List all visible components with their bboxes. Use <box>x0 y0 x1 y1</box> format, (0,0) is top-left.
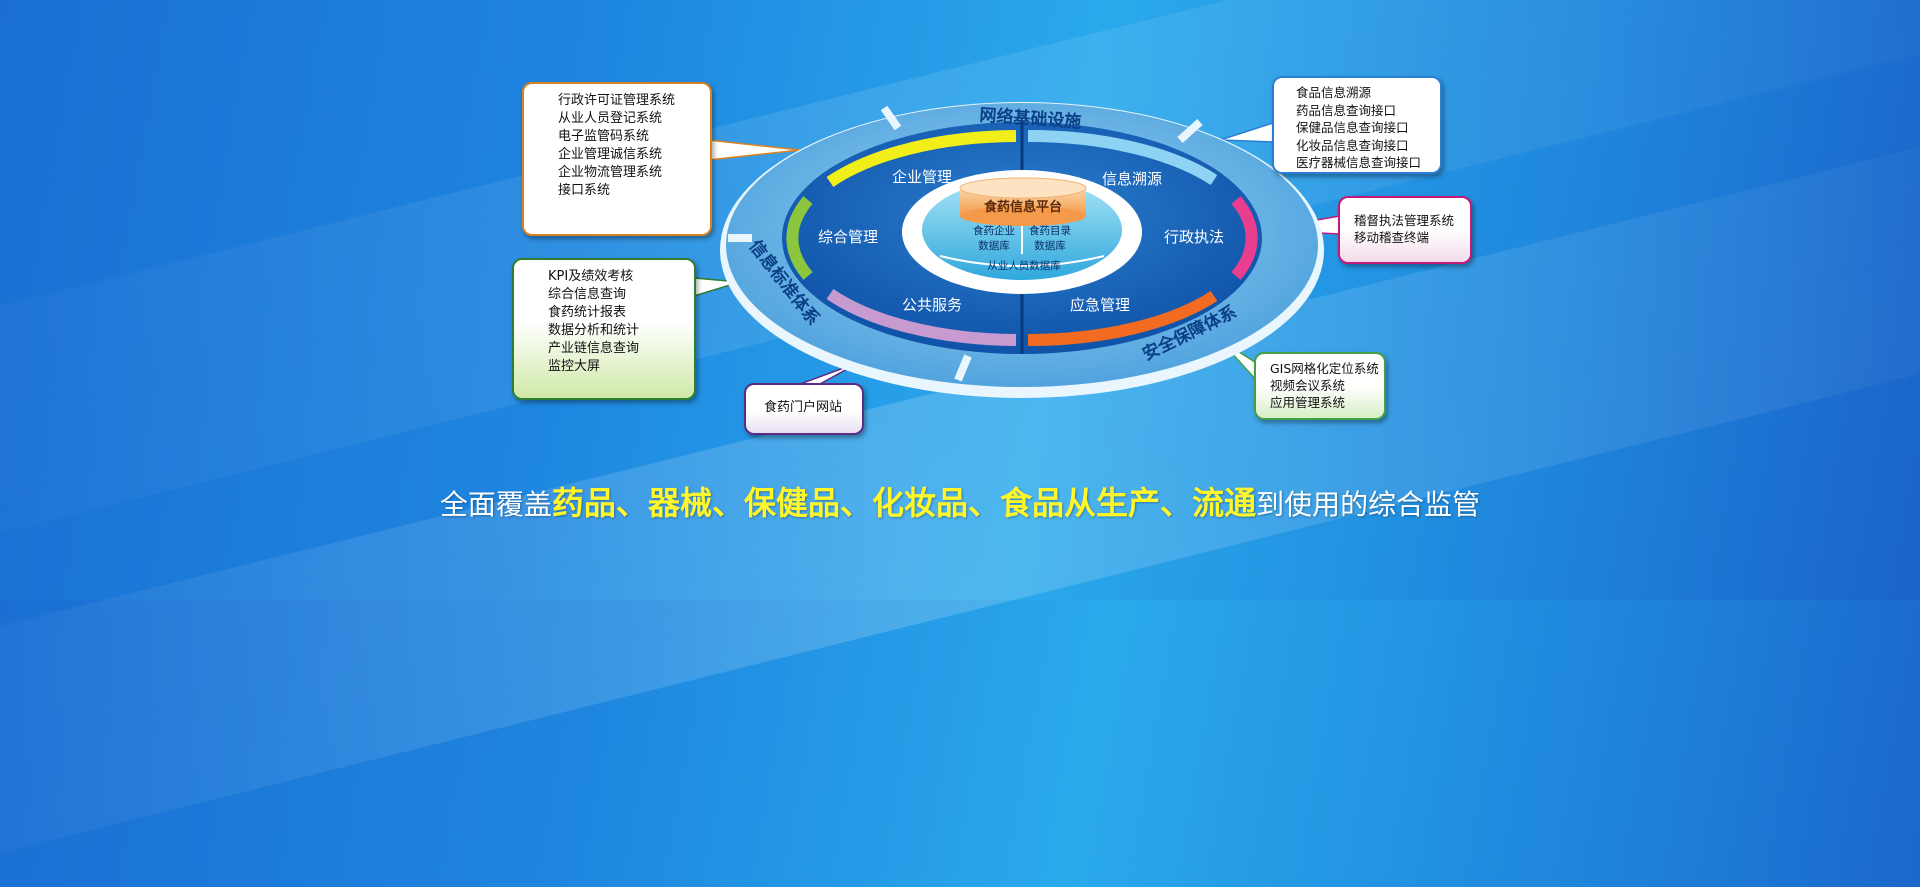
callout-item: 监控大屏 <box>548 359 601 374</box>
arc-public <box>826 289 1017 346</box>
arc-enterprise <box>826 130 1017 187</box>
outer-ring-gaps <box>728 105 1203 382</box>
arc-enforcement <box>1231 196 1258 280</box>
callout-item: 从业人员登记系统 <box>558 111 663 126</box>
segment-enterprise: 企业管理 <box>892 168 952 186</box>
callout-item: 综合信息查询 <box>548 287 627 302</box>
system-diagram: 食药信息平台 食药企业 数据库 食药目录 数据库 从业人员数据库 企业管理 信息… <box>693 102 1341 398</box>
callout-public-portal: 食药门户网站 <box>744 383 864 435</box>
segment-trace: 信息溯源 <box>1102 170 1162 188</box>
arc-trace <box>1027 129 1218 186</box>
arc-general <box>786 196 813 280</box>
arc-emergency <box>1027 290 1218 347</box>
callout-enforcement-systems: 稽督执法管理系统 移动稽查终端 <box>1338 196 1472 264</box>
segment-general: 综合管理 <box>818 228 878 246</box>
callout-item: 电子监管码系统 <box>558 129 650 144</box>
slogan-prefix: 全面覆盖 <box>439 488 552 521</box>
slogan-highlight: 流通 <box>1192 484 1257 522</box>
slogan-separator: 、 <box>711 484 744 522</box>
slogan-highlight: 化妆品 <box>872 484 969 522</box>
slogan-separator: 、 <box>615 484 648 522</box>
db-catalog-line1: 食药目录 <box>1029 224 1071 237</box>
callout-item: 保健品信息查询接口 <box>1296 120 1409 135</box>
callout-item: 数据分析和统计 <box>548 323 640 338</box>
db-catalog-line2: 数据库 <box>1034 239 1066 252</box>
callout-item: 企业物流管理系统 <box>558 165 663 180</box>
slogan-highlight: 食品从生产 <box>1000 484 1161 522</box>
callout-item: 企业管理诚信系统 <box>558 147 663 162</box>
callout-item: 接口系统 <box>558 183 611 198</box>
callout-item: 医疗器械信息查询接口 <box>1296 155 1422 170</box>
slogan-highlight: 药品 <box>551 484 616 522</box>
callout-item: 视频会议系统 <box>1270 378 1346 393</box>
slogan-suffix: 到使用的综合监管 <box>1256 488 1481 521</box>
segment-enforcement: 行政执法 <box>1164 228 1224 246</box>
callout-trace-systems: 食品信息溯源 药品信息查询接口 保健品信息查询接口 化妆品信息查询接口 医疗器械… <box>1272 76 1442 174</box>
platform-label: 食药信息平台 <box>984 199 1062 215</box>
callout-item: KPI及绩效考核 <box>548 269 634 284</box>
callout-item: 行政许可证管理系统 <box>558 93 676 108</box>
db-divider-curve <box>939 255 1105 267</box>
callout-item: 化妆品信息查询接口 <box>1296 137 1409 153</box>
callout-item: 移动稽查终端 <box>1354 230 1430 245</box>
slogan-separator: 、 <box>1160 484 1193 522</box>
slogan-separator: 、 <box>968 484 1001 522</box>
segment-emergency: 应急管理 <box>1070 296 1130 314</box>
callout-general-systems: KPI及绩效考核 综合信息查询 食药统计报表 数据分析和统计 产业链信息查询 监… <box>512 258 696 400</box>
slogan: 全面覆盖药品、器械、保健品、化妆品、食品从生产、流通到使用的综合监管 <box>0 478 1920 524</box>
callout-item: 稽督执法管理系统 <box>1354 213 1455 228</box>
callout-item: 应用管理系统 <box>1270 395 1346 410</box>
platform-cylinder <box>959 177 1087 226</box>
slogan-separator: 、 <box>839 484 872 522</box>
db-enterprise-line2: 数据库 <box>978 239 1010 252</box>
callout-enterprise-systems: 行政许可证管理系统 从业人员登记系统 电子监管码系统 企业管理诚信系统 企业物流… <box>522 82 712 236</box>
slogan-highlight: 器械 <box>647 484 712 522</box>
callout-item: 食品信息溯源 <box>1296 85 1372 100</box>
callout-item: 食药门户网站 <box>764 400 843 415</box>
db-enterprise-line1: 食药企业 <box>973 224 1015 237</box>
slogan-highlight: 保健品 <box>743 484 840 522</box>
callout-item: 药品信息查询接口 <box>1296 102 1397 118</box>
callout-item: GIS网格化定位系统 <box>1270 361 1379 376</box>
callout-emergency-systems: GIS网格化定位系统 视频会议系统 应用管理系统 <box>1254 352 1386 420</box>
segment-public: 公共服务 <box>902 296 962 314</box>
callout-item: 食药统计报表 <box>548 305 627 320</box>
callout-item: 产业链信息查询 <box>548 341 640 356</box>
db-staff: 从业人员数据库 <box>987 259 1061 272</box>
